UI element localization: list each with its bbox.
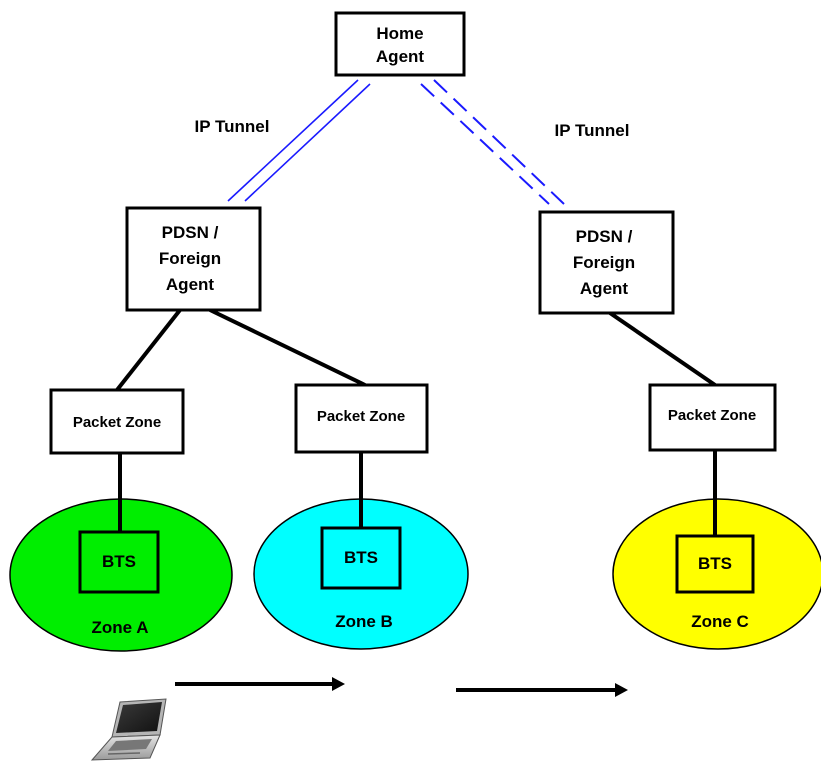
foreign-agent-right-box: [538, 210, 675, 315]
zone-a-label: Zone A: [92, 618, 149, 637]
link-fa-right-pz-c: [608, 311, 717, 387]
zone-c-area: [612, 498, 821, 650]
packet-zone-b-label: Packet Zone: [317, 408, 405, 425]
home-agent-line2: Agent: [376, 47, 425, 66]
ip-tunnel-left: [227, 79, 371, 202]
foreign-agent-right-line2: Foreign: [573, 253, 635, 272]
movement-arrow-1: [175, 677, 345, 691]
foreign-agent-left-box: [125, 206, 262, 312]
packet-zone-a-label: Packet Zone: [73, 414, 161, 431]
bts-a-box: [78, 530, 160, 594]
packet-zone-c-box: [648, 383, 777, 452]
foreign-agent-right-line1: PDSN /: [576, 227, 633, 246]
link-fa-left-pz-b: [209, 308, 366, 387]
bts-a-label: BTS: [102, 552, 136, 571]
bts-c-label: BTS: [698, 554, 732, 573]
home-agent-line1: Home: [376, 24, 423, 43]
foreign-agent-left-line3: Agent: [166, 275, 215, 294]
ip-tunnel-right-label: IP Tunnel: [555, 121, 630, 140]
bts-b-box: [320, 526, 402, 590]
home-agent-box: [334, 11, 466, 77]
foreign-agent-left-line1: PDSN /: [162, 223, 219, 242]
packet-zone-b-box: [294, 383, 429, 454]
zone-b-label: Zone B: [335, 612, 393, 631]
packet-zone-c-label: Packet Zone: [668, 407, 756, 424]
link-fa-left-pz-a: [115, 308, 182, 392]
packet-zone-a-box: [49, 388, 185, 455]
laptop-icon: [90, 698, 167, 761]
foreign-agent-left-line2: Foreign: [159, 249, 221, 268]
ip-tunnel-right: [420, 79, 565, 205]
bts-c-box: [675, 534, 755, 594]
foreign-agent-right-line3: Agent: [580, 279, 629, 298]
zone-c-label: Zone C: [691, 612, 749, 631]
bts-b-label: BTS: [344, 548, 378, 567]
ip-tunnel-left-label: IP Tunnel: [195, 117, 270, 136]
movement-arrow-2: [456, 683, 628, 697]
